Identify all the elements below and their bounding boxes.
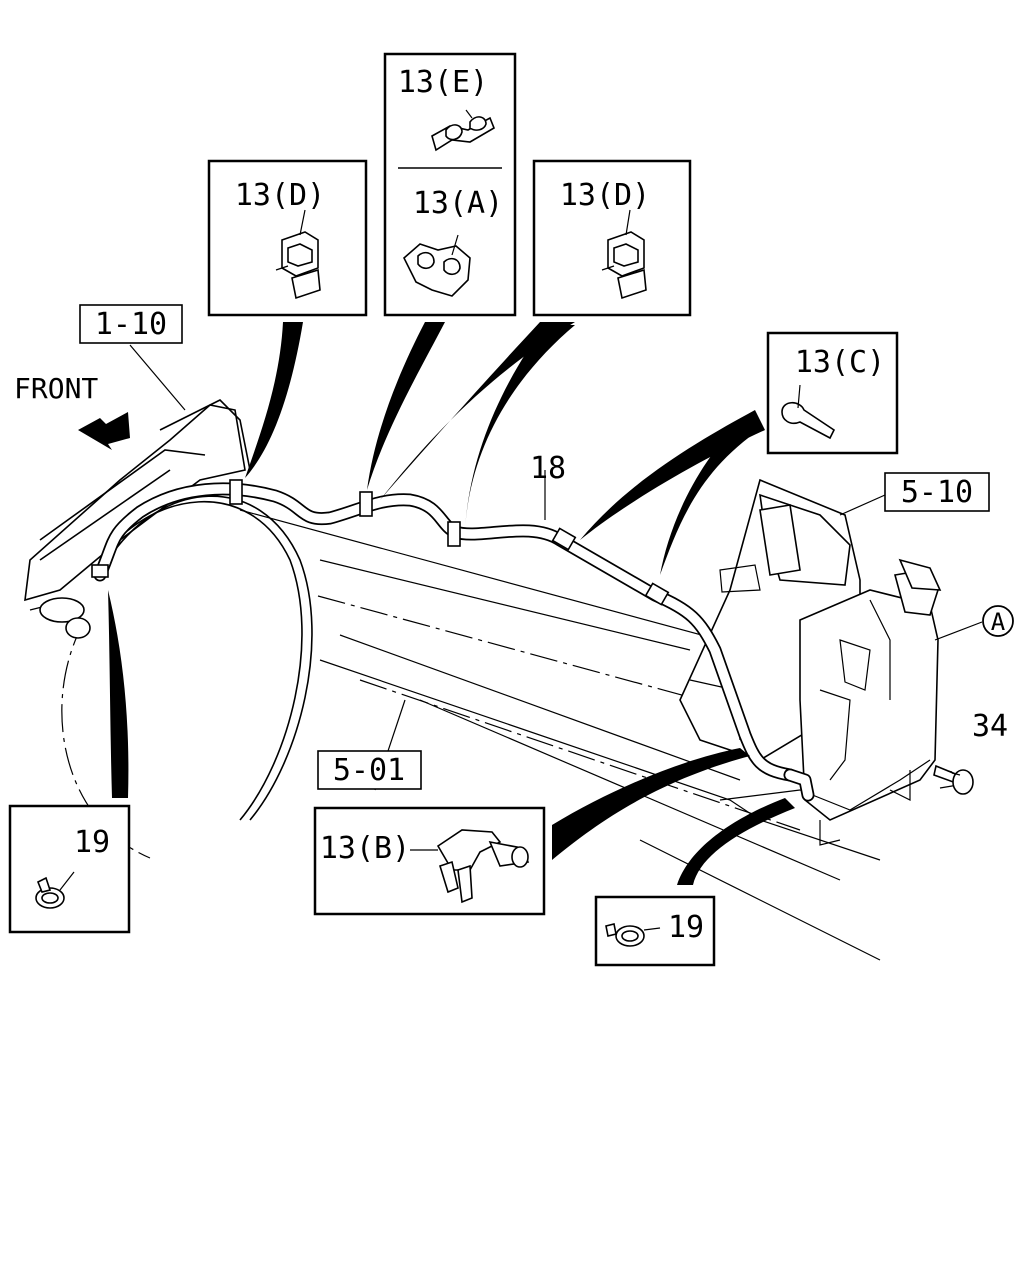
ref-5-01-label: 5-01: [333, 753, 405, 788]
clip-icon: [275, 209, 321, 300]
callout-13c-label: 13(C): [795, 345, 885, 380]
view-a-circle: [982, 605, 1014, 637]
front-label: FRONT: [14, 372, 98, 405]
clip-icon: [431, 109, 495, 152]
leader-lines: [108, 322, 795, 885]
part-34-label: 34: [972, 709, 1008, 744]
callout-19-right-label: 19: [668, 910, 704, 945]
hose-clamp-icon: [605, 923, 661, 947]
ref-5-10-label: 5-10: [901, 475, 973, 510]
callout-13d-right-label: 13(D): [560, 178, 650, 213]
part-18-label: 18: [530, 451, 566, 486]
hose-18: [91, 479, 815, 802]
callout-13a-label: 13(A): [413, 186, 503, 221]
callout-19-left-label: 19: [74, 825, 110, 860]
callout-13b-label: 13(B): [320, 831, 410, 866]
ref-1-10-label: 1-10: [95, 307, 167, 342]
radiator-cap: [39, 597, 91, 639]
engine-body-outline: [24, 399, 251, 611]
view-a-label: A: [991, 608, 1006, 636]
ref-1-10-box: [79, 304, 183, 344]
clip-icon: [601, 209, 647, 300]
ref-5-10-box: [884, 472, 990, 512]
clip-icon: [781, 384, 836, 440]
callout-13d-left-box: [207, 159, 368, 317]
front-arrow-icon: [78, 412, 130, 450]
callout-19-left-box: [8, 804, 131, 934]
hose-clamp-icon: [35, 871, 75, 909]
bolt-icon: [933, 764, 974, 795]
wheel-arch: [61, 495, 313, 859]
callout-13e-label: 13(E): [398, 65, 488, 100]
clip-icon: [410, 829, 530, 904]
ref-5-01-box: [317, 750, 422, 790]
callout-13d-left-label: 13(D): [235, 178, 325, 213]
clip-icon: [403, 234, 471, 297]
